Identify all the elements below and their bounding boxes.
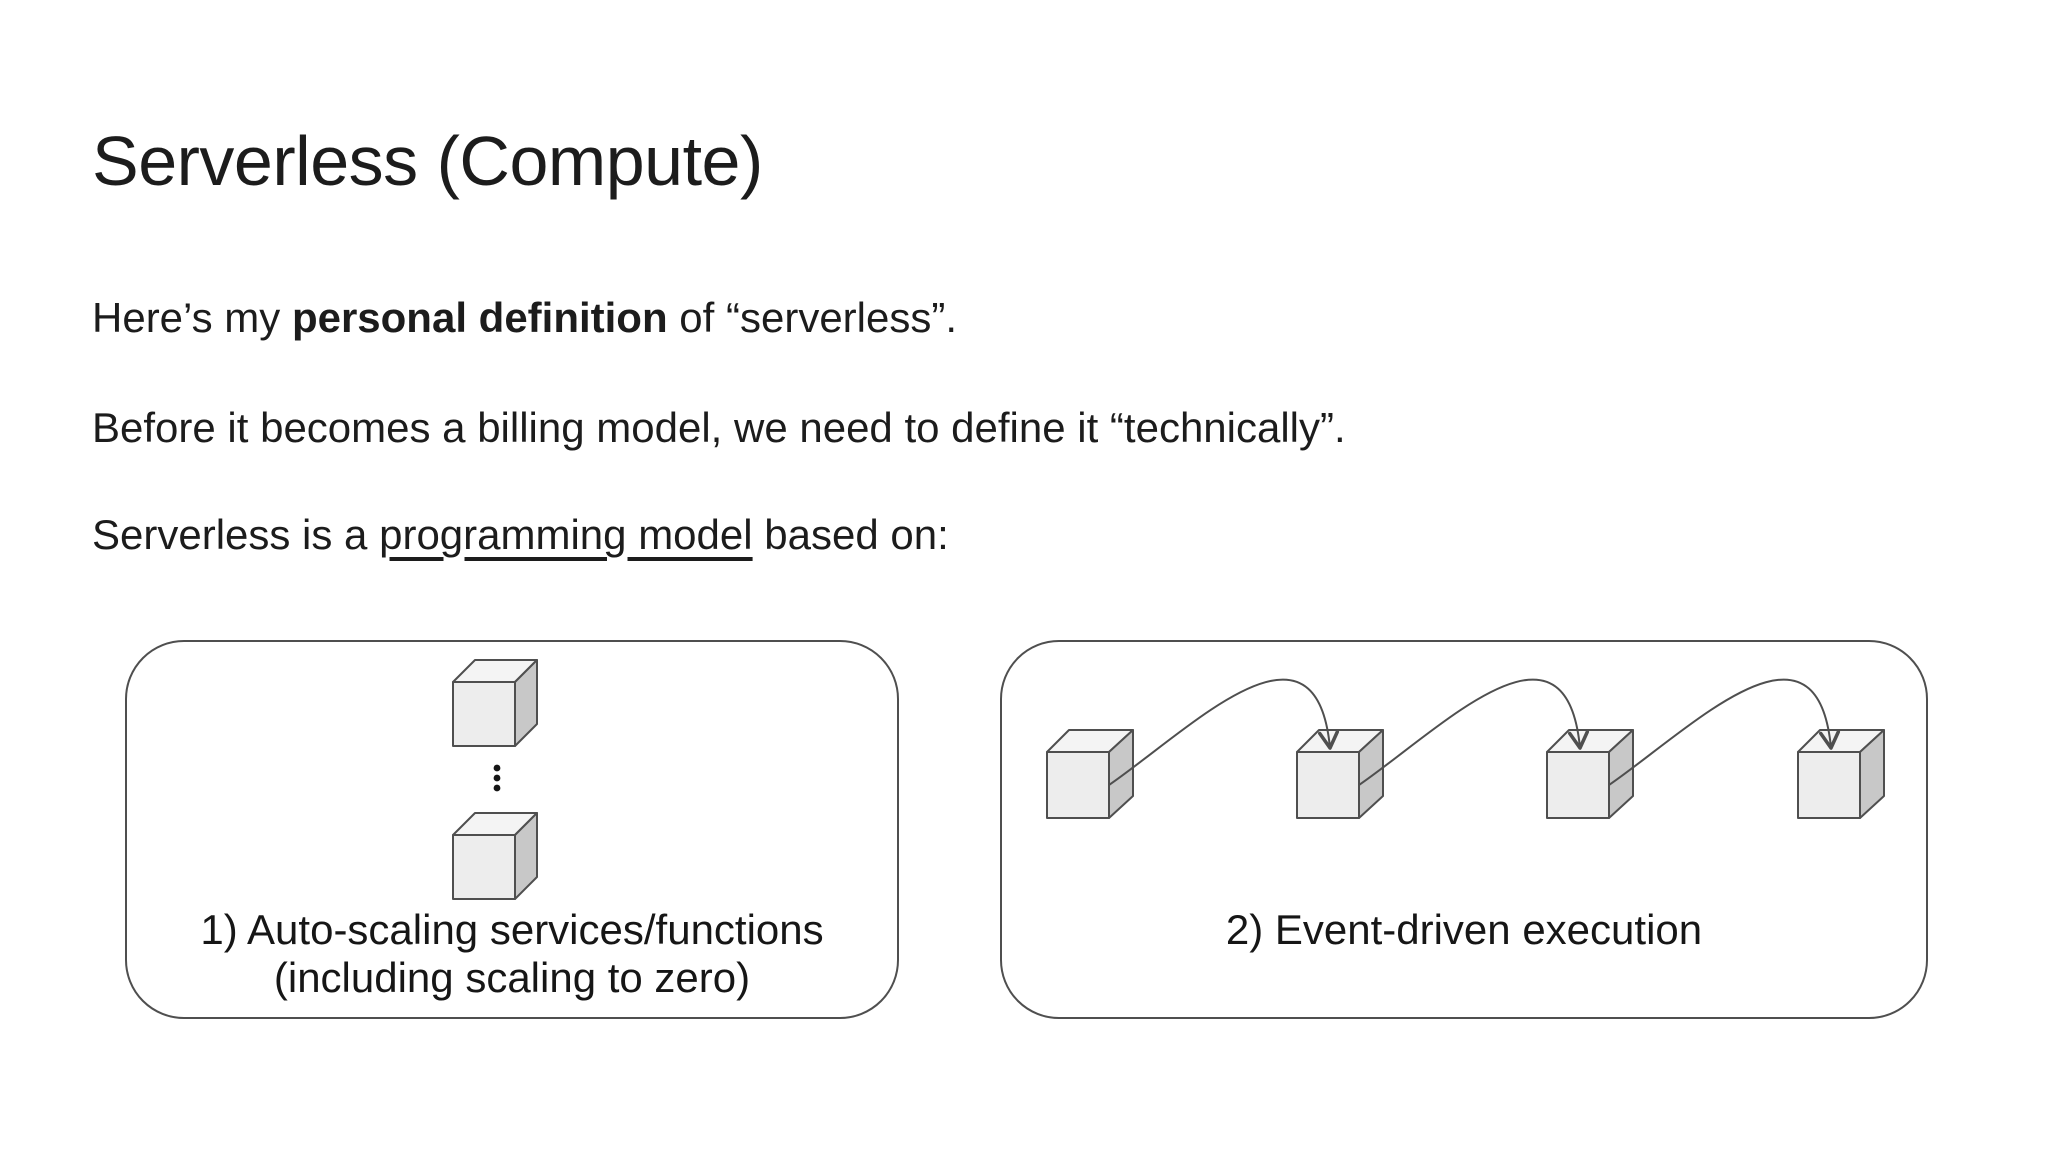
ellipsis-icon — [493, 764, 501, 792]
billing-paragraph: Before it becomes a billing model, we ne… — [92, 404, 1346, 451]
model-text-pre: Serverless is a — [92, 511, 380, 558]
event-arrow-curve — [1108, 678, 1841, 786]
event-driven-caption-line1: 2) Event-driven execution — [1225, 906, 1703, 953]
model-paragraph: Serverless is a programming model based … — [92, 514, 949, 556]
model-text-post: based on: — [752, 511, 949, 558]
intro-paragraph: Here’s my personal definition of “server… — [92, 297, 957, 339]
intro-text-post: of “serverless”. — [667, 294, 958, 341]
auto-scaling-caption-line1: 1) Auto-scaling services/functions — [200, 906, 824, 953]
intro-text-bold: personal definition — [291, 294, 668, 341]
cube-icon — [1797, 729, 1885, 819]
auto-scaling-caption-line2: (including scaling to zero) — [273, 954, 751, 1001]
event-driven-caption: 2) Event-driven execution — [1001, 906, 1927, 954]
cube-icon — [1546, 729, 1634, 819]
cube-icon — [1046, 729, 1134, 819]
event-driven-box — [1000, 640, 1928, 1019]
intro-text-pre: Here’s my — [92, 294, 292, 341]
slide-title: Serverless (Compute) — [92, 122, 763, 200]
model-text-underlined: programming model — [379, 511, 753, 558]
cube-icon — [1296, 729, 1384, 819]
cube-icon — [452, 812, 538, 900]
cube-icon — [452, 659, 538, 747]
auto-scaling-caption: 1) Auto-scaling services/functions (incl… — [126, 906, 898, 1002]
